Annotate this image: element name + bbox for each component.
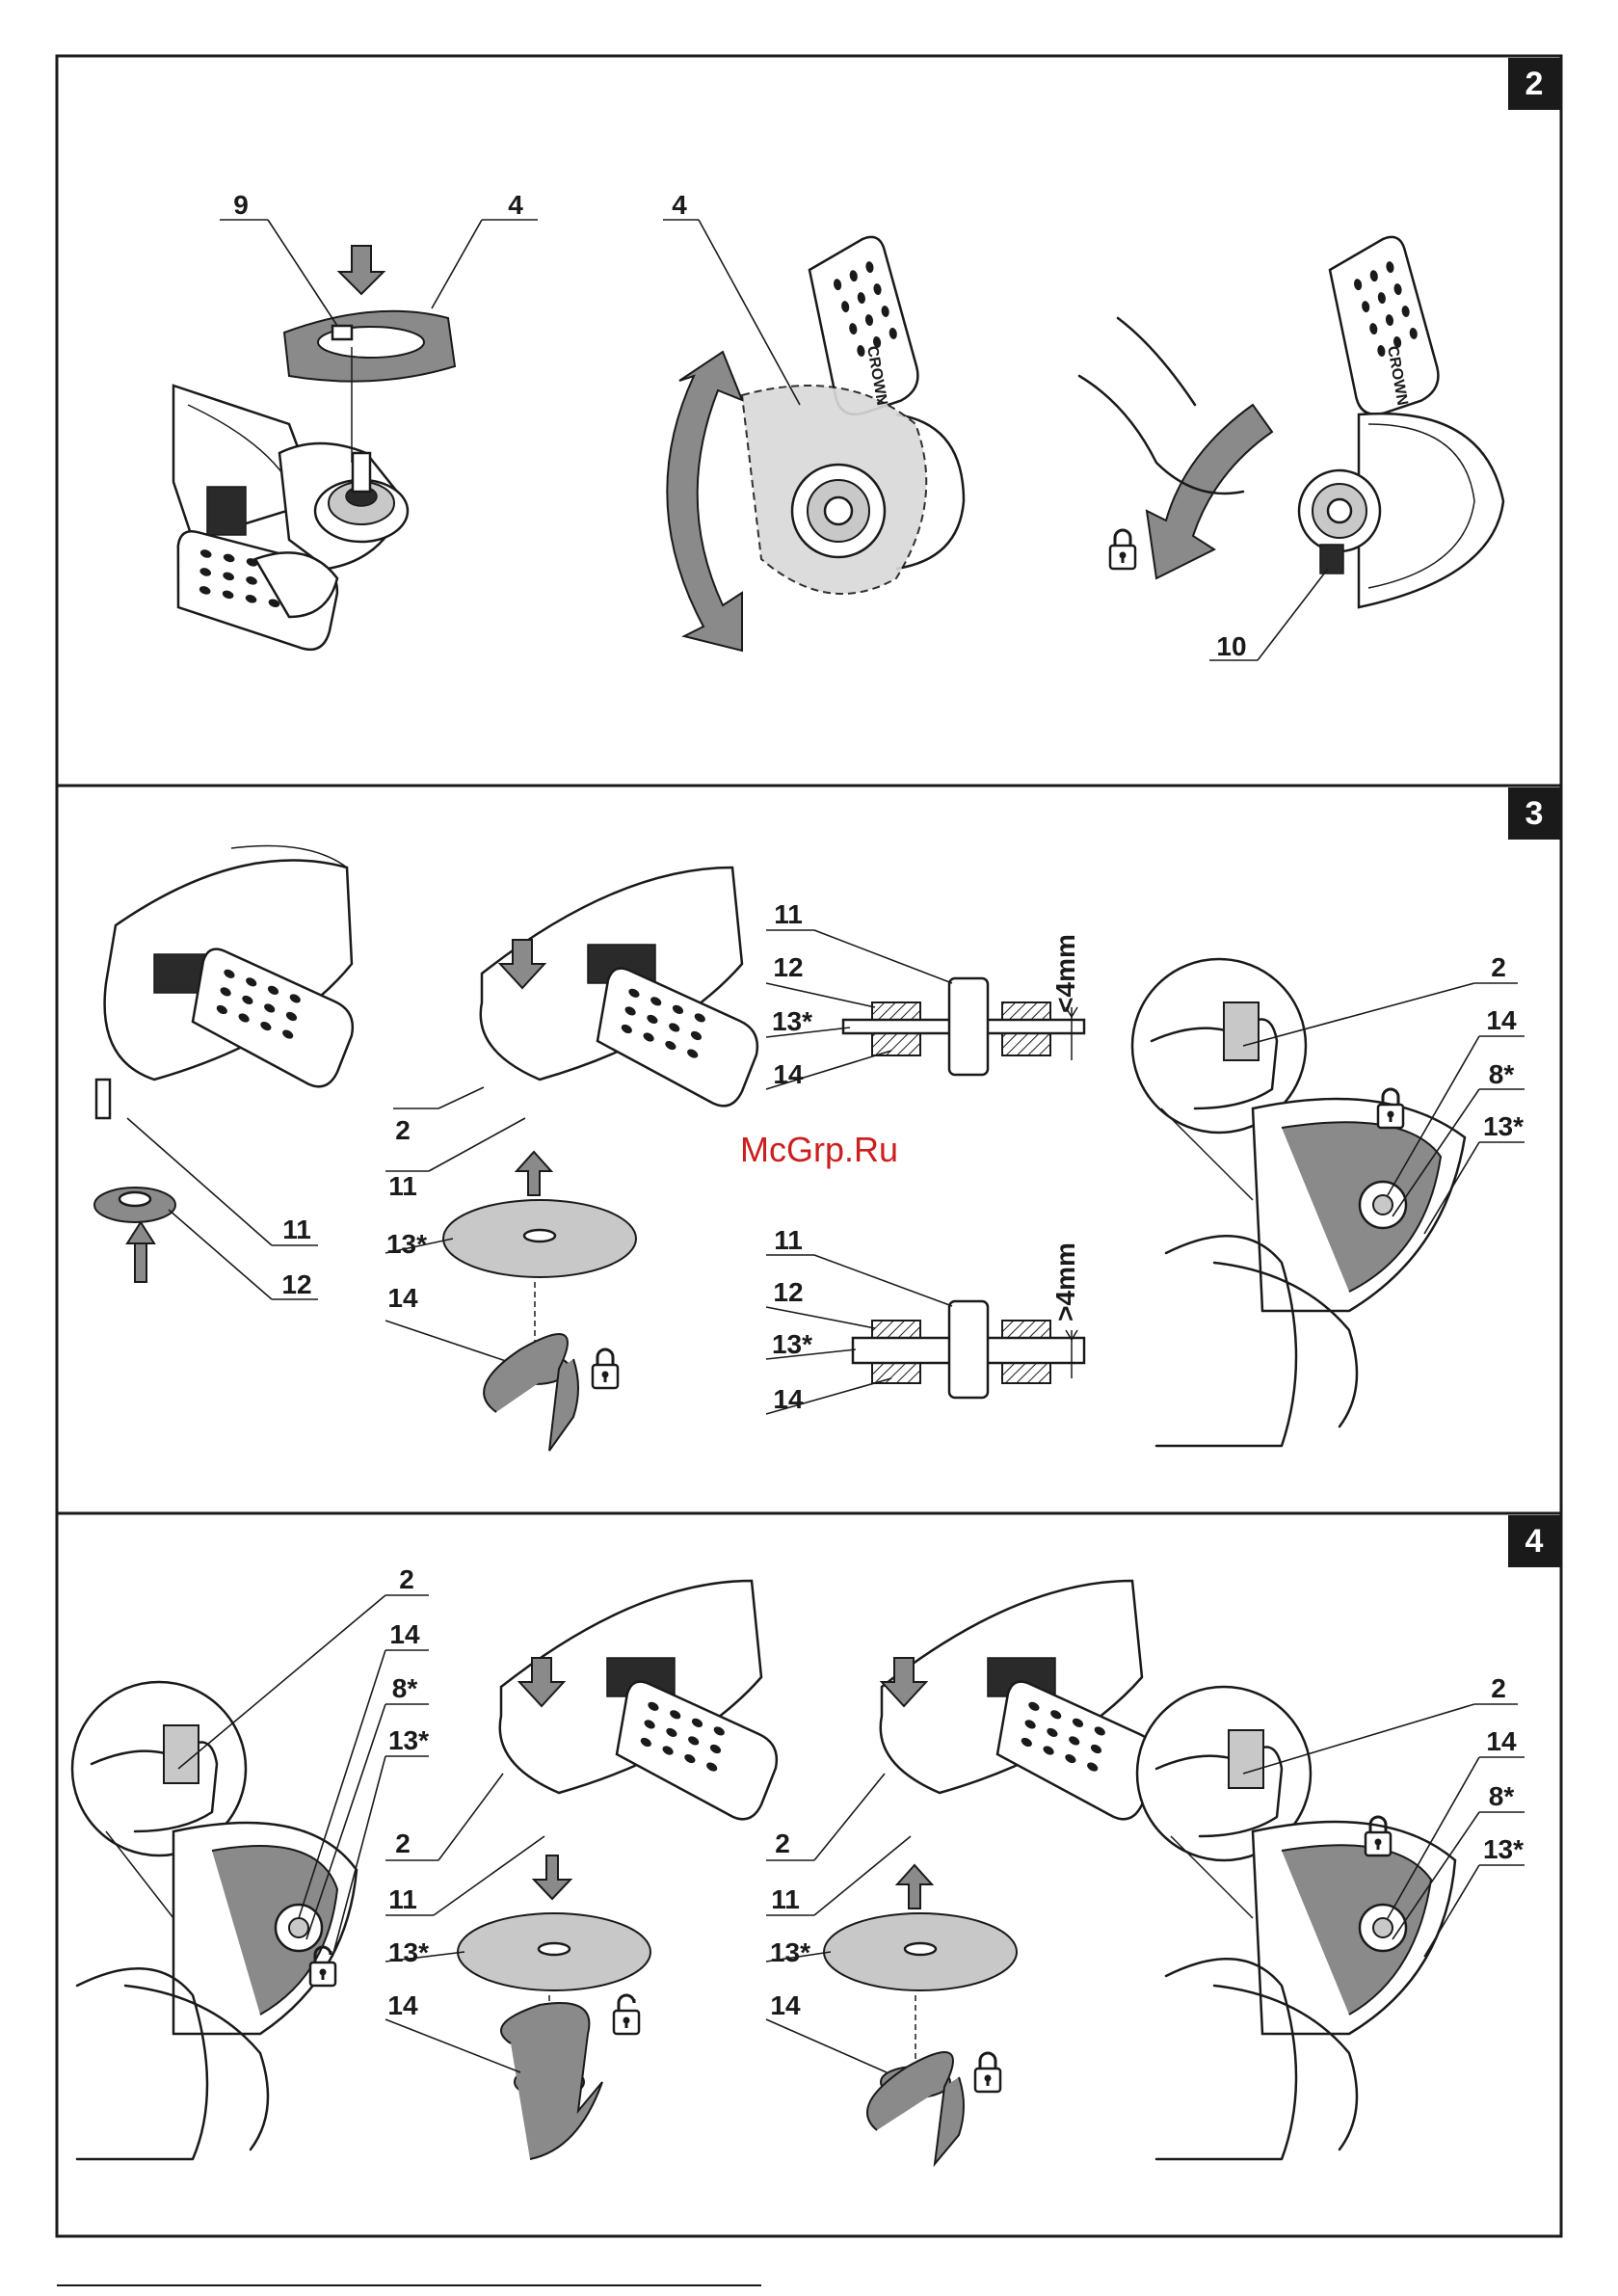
leader (814, 930, 952, 983)
leader (178, 1595, 385, 1769)
unlock-icon (614, 1995, 639, 2034)
label-2: 2 (399, 1564, 414, 1594)
leader (434, 1836, 544, 1915)
lock-icon (1378, 1089, 1403, 1128)
leader (385, 2019, 520, 2072)
label-14: 14 (773, 1384, 804, 1414)
label-11: 11 (388, 1884, 417, 1914)
label-14: 14 (387, 1283, 418, 1313)
label-2: 2 (775, 1829, 790, 1858)
lock-icon (975, 2053, 1000, 2092)
lock-icon (1366, 1817, 1391, 1855)
leader (127, 1118, 272, 1245)
label-14: 14 (773, 1059, 804, 1089)
leader (814, 1836, 911, 1915)
label-9: 9 (233, 190, 249, 220)
label-11: 11 (771, 1884, 800, 1914)
label-13-star: 13* (772, 1006, 812, 1036)
label-13-star: 13* (386, 1229, 427, 1259)
label-11: 11 (388, 1171, 417, 1201)
label-2: 2 (1491, 1673, 1506, 1703)
watermark: McGrp.Ru (740, 1130, 898, 1169)
label-10: 10 (1216, 631, 1246, 661)
label-11: 11 (774, 1225, 803, 1255)
figure-flange-cross-section-thin (843, 978, 1084, 1075)
svg-text:4: 4 (1525, 1523, 1544, 1560)
label-14: 14 (770, 1990, 801, 2020)
label-4: 4 (508, 190, 523, 220)
leader (766, 2019, 887, 2072)
label-14: 14 (1486, 1005, 1517, 1035)
label-13-star: 13* (1483, 1834, 1524, 1864)
svg-text:3: 3 (1525, 795, 1544, 832)
leader (814, 1774, 885, 1860)
figure-spindle-lock-tighten (1132, 959, 1465, 1446)
leader (432, 220, 482, 308)
lock-icon (1110, 530, 1135, 569)
label-13-star: 13* (388, 1937, 429, 1967)
figure-guard-rotation (667, 233, 964, 651)
leader (1258, 569, 1328, 660)
leader (438, 1774, 503, 1860)
leader (766, 1307, 875, 1328)
figure-guard-lock (1079, 233, 1503, 607)
label-4: 4 (672, 190, 687, 220)
leader (438, 1087, 484, 1108)
leader (268, 220, 337, 326)
figure-spindle-lock-loosen (72, 1682, 357, 2159)
label-8-star: 8* (392, 1673, 418, 1703)
label-13-star: 13* (770, 1937, 810, 1967)
label-14: 14 (1486, 1726, 1517, 1756)
lock-icon (593, 1349, 618, 1388)
label-2: 2 (395, 1829, 411, 1858)
section-badge-2: 2 (1508, 58, 1560, 110)
leader (429, 1118, 525, 1171)
section-badge-3: 3 (1508, 788, 1560, 840)
label-2: 2 (1491, 952, 1506, 982)
label-14: 14 (387, 1990, 418, 2020)
label-14: 14 (389, 1619, 420, 1649)
label-11: 11 (774, 899, 803, 929)
section-badge-4: 4 (1508, 1515, 1560, 1567)
label-2: 2 (395, 1115, 411, 1145)
label-13-star: 13* (1483, 1111, 1524, 1141)
figure-disc-removal (458, 1581, 791, 2159)
figure-guard-mounting (158, 246, 455, 658)
label-8-star: 8* (1489, 1781, 1515, 1811)
label-12: 12 (281, 1269, 311, 1299)
label-13-star: 13* (772, 1329, 812, 1359)
label-12: 12 (773, 1277, 803, 1307)
gap-label-large: >4mm (1050, 1242, 1080, 1322)
label-8-star: 8* (1489, 1059, 1515, 1089)
figure-flange-removal (94, 846, 367, 1283)
leader (169, 1210, 272, 1299)
leader (385, 1321, 506, 1361)
label-12: 12 (773, 952, 803, 982)
label-11: 11 (282, 1215, 311, 1244)
svg-text:2: 2 (1525, 66, 1544, 102)
gap-label-small: <4mm (1050, 934, 1080, 1013)
leader (814, 1255, 952, 1306)
label-13-star: 13* (388, 1725, 429, 1755)
figure-flange-cross-section-thick (853, 1301, 1084, 1398)
figure-disc-mounting (443, 868, 772, 1451)
leader (766, 983, 875, 1007)
